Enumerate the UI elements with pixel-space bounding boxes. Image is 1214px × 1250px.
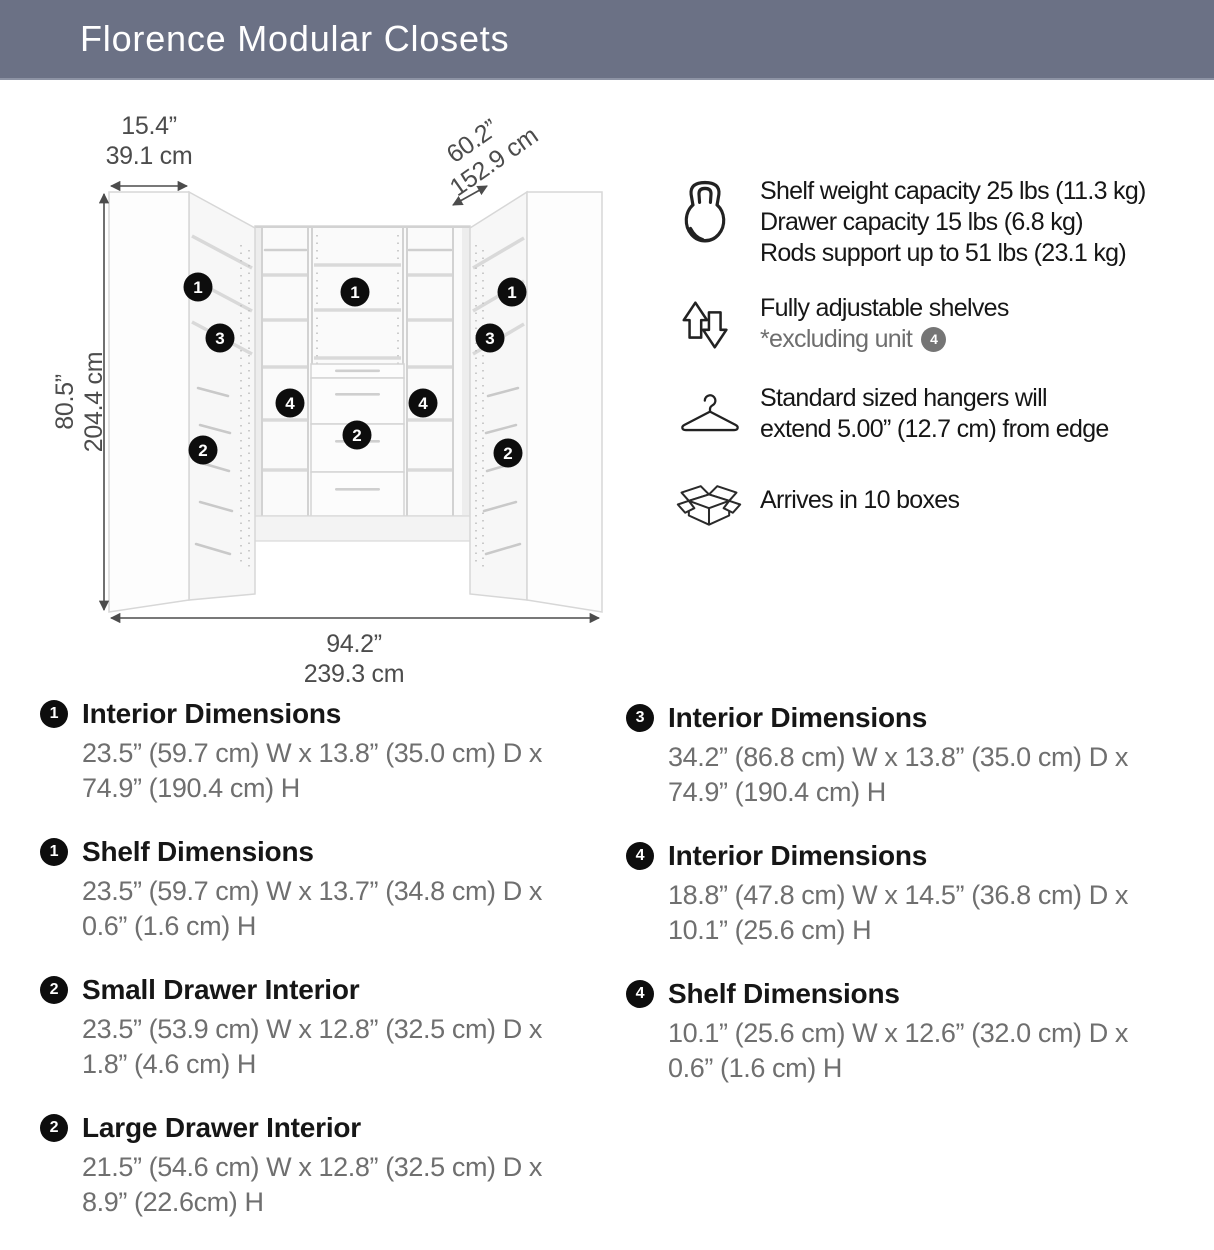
spec-item-4-shelf: 4 Shelf Dimensions 10.1” (25.6 cm) W x 1…	[626, 978, 1211, 1086]
svg-text:1: 1	[507, 283, 516, 302]
spec-badge: 4	[626, 980, 654, 1008]
svg-text:4: 4	[285, 394, 295, 413]
spec-dims: 0.6” (1.6 cm) H	[82, 911, 257, 941]
page-title: Florence Modular Closets	[80, 18, 510, 59]
spec-title: Shelf Dimensions	[668, 978, 900, 1009]
svg-text:3: 3	[215, 329, 224, 348]
spec-badge: 4	[626, 842, 654, 870]
spec-badge: 1	[40, 700, 68, 728]
spec-title: Interior Dimensions	[668, 702, 928, 733]
spec-badge: 3	[626, 704, 654, 732]
spec-column-left: 1 Interior Dimensions 23.5” (59.7 cm) W …	[40, 698, 625, 1250]
spec-dims: 10.1” (25.6 cm) H	[668, 915, 872, 945]
svg-text:15.4”: 15.4”	[121, 112, 176, 140]
svg-text:239.3 cm: 239.3 cm	[304, 660, 404, 688]
spec-dims: 23.5” (53.9 cm) W x 12.8” (32.5 cm) D x	[82, 1014, 543, 1044]
spec-badge: 2	[40, 976, 68, 1004]
feature-line: extend 5.00” (12.7 cm) from edge	[760, 415, 1109, 443]
spec-dims: 21.5” (54.6 cm) W x 12.8” (32.5 cm) D x	[82, 1152, 543, 1182]
spec-dims: 0.6” (1.6 cm) H	[668, 1053, 843, 1083]
dim-side-unit-width: 15.4” 39.1 cm	[106, 112, 193, 192]
svg-text:1: 1	[350, 283, 359, 302]
dim-height: 80.5” 204.4 cm	[51, 192, 110, 612]
app-header: Florence Modular Closets	[0, 0, 1214, 80]
unit-4-badge: 4	[921, 327, 947, 352]
svg-text:204.4 cm: 204.4 cm	[80, 352, 108, 452]
spec-dims: 23.5” (59.7 cm) W x 13.7” (34.8 cm) D x	[82, 876, 543, 906]
kettlebell-icon	[676, 176, 760, 260]
spec-item-2-large-drawer: 2 Large Drawer Interior 21.5” (54.6 cm) …	[40, 1112, 625, 1220]
dim-depth: 60.2” 152.9 cm	[442, 114, 543, 206]
closet-diagram-svg: 1 3 2 1 4 4 2 1 3 2 15.4” 39.1 cm 60.2” …	[51, 112, 603, 688]
diagram-badges: 1 3 2 1 4 4 2 1 3 2	[183, 272, 527, 468]
spec-item-2-small-drawer: 2 Small Drawer Interior 23.5” (53.9 cm) …	[40, 974, 625, 1082]
adjustable-arrows-icon	[676, 293, 760, 355]
drawer-4	[310, 471, 405, 517]
dim-total-width: 94.2” 239.3 cm	[109, 612, 601, 688]
svg-text:94.2”: 94.2”	[326, 630, 381, 658]
feature-line: Arrives in 10 boxes	[760, 486, 960, 514]
hanger-icon	[676, 383, 760, 437]
spec-item-1-interior: 1 Interior Dimensions 23.5” (59.7 cm) W …	[40, 698, 625, 806]
back-right-shelf-column	[406, 226, 454, 516]
feature-subline: *excluding unit	[760, 325, 913, 353]
spec-title: Shelf Dimensions	[82, 836, 314, 867]
spec-item-1-shelf: 1 Shelf Dimensions 23.5” (59.7 cm) W x 1…	[40, 836, 625, 944]
drawer-2	[310, 377, 405, 425]
right-side-panel	[526, 191, 603, 613]
spec-dims: 34.2” (86.8 cm) W x 13.8” (35.0 cm) D x	[668, 742, 1129, 772]
feature-boxes: Arrives in 10 boxes	[676, 469, 1210, 529]
feature-line: Fully adjustable shelves	[760, 294, 1009, 322]
feature-weight-capacity: Shelf weight capacity 25 lbs (11.3 kg) D…	[676, 176, 1210, 269]
back-left-shelf-column	[261, 226, 309, 516]
spec-title: Large Drawer Interior	[82, 1112, 361, 1143]
feature-line: Shelf weight capacity 25 lbs (11.3 kg)	[760, 177, 1146, 205]
spec-dims: 74.9” (190.4 cm) H	[82, 773, 300, 803]
spec-dims: 74.9” (190.4 cm) H	[668, 777, 886, 807]
feature-line: Standard sized hangers will	[760, 384, 1048, 412]
svg-text:80.5”: 80.5”	[51, 374, 79, 429]
open-box-icon	[676, 469, 760, 529]
feature-line: Rods support up to 51 lbs (23.1 kg)	[760, 239, 1127, 267]
feature-hanger-clearance: Standard sized hangers will extend 5.00”…	[676, 383, 1210, 445]
svg-text:2: 2	[198, 441, 207, 460]
feature-adjustable-shelves: Fully adjustable shelves *excluding unit…	[676, 293, 1210, 355]
left-inner-column	[188, 190, 256, 601]
spec-title: Small Drawer Interior	[82, 974, 360, 1005]
feature-line: Drawer capacity 15 lbs (6.8 kg)	[760, 208, 1084, 236]
svg-text:2: 2	[503, 444, 512, 463]
toe-kick	[229, 515, 496, 542]
spec-column-right: 3 Interior Dimensions 34.2” (86.8 cm) W …	[626, 702, 1211, 1116]
closet-diagram: 1 3 2 1 4 4 2 1 3 2 15.4” 39.1 cm 60.2” …	[40, 100, 680, 692]
svg-text:4: 4	[418, 394, 428, 413]
svg-text:1: 1	[193, 278, 202, 297]
spec-item-4-interior: 4 Interior Dimensions 18.8” (47.8 cm) W …	[626, 840, 1211, 948]
center-tower	[310, 226, 405, 517]
svg-text:2: 2	[352, 426, 361, 445]
spec-badge: 1	[40, 838, 68, 866]
spec-dims: 10.1” (25.6 cm) W x 12.6” (32.0 cm) D x	[668, 1018, 1129, 1048]
left-side-panel	[108, 191, 190, 613]
spec-dims: 23.5” (59.7 cm) W x 13.8” (35.0 cm) D x	[82, 738, 543, 768]
spec-item-3-interior: 3 Interior Dimensions 34.2” (86.8 cm) W …	[626, 702, 1211, 810]
spec-title: Interior Dimensions	[82, 698, 342, 729]
spec-dims: 18.8” (47.8 cm) W x 14.5” (36.8 cm) D x	[668, 880, 1129, 910]
svg-text:3: 3	[485, 329, 494, 348]
feature-list: Shelf weight capacity 25 lbs (11.3 kg) D…	[676, 176, 1210, 529]
spec-dims: 8.9” (22.6cm) H	[82, 1187, 264, 1217]
right-inner-column	[469, 190, 528, 601]
spec-dims: 1.8” (4.6 cm) H	[82, 1049, 257, 1079]
spec-title: Interior Dimensions	[668, 840, 928, 871]
svg-text:39.1 cm: 39.1 cm	[106, 142, 193, 170]
spec-badge: 2	[40, 1114, 68, 1142]
